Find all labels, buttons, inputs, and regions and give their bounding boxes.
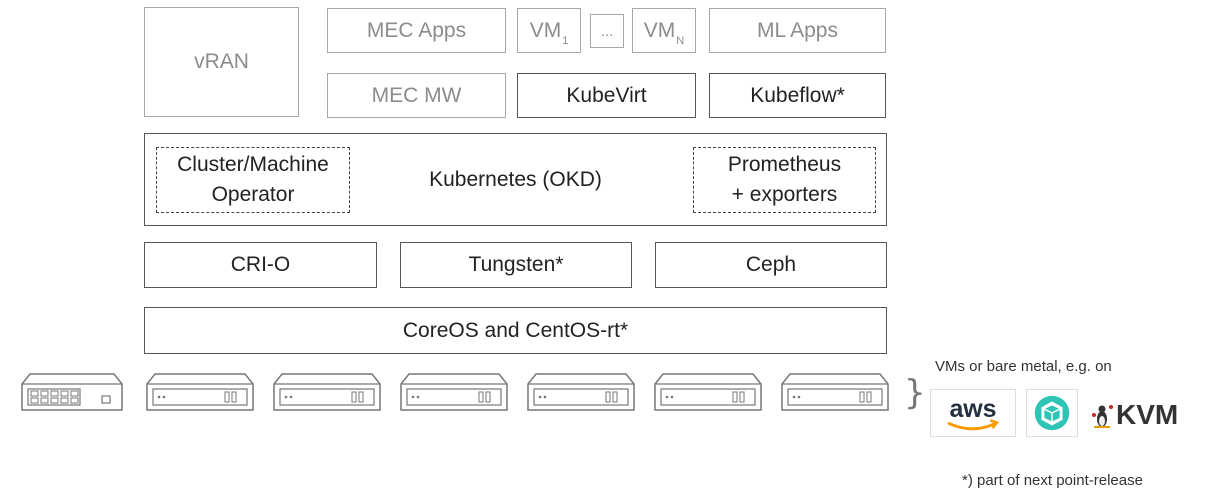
crio-box: CRI-O — [144, 242, 377, 288]
prometheus-box: Prometheus + exporters — [693, 147, 876, 213]
prometheus-line1: Prometheus — [727, 153, 842, 176]
tungsten-label: Tungsten* — [468, 253, 564, 276]
ml-apps-label: ML Apps — [757, 18, 838, 42]
mec-apps-label: MEC Apps — [366, 18, 467, 42]
kubevirt-label: KubeVirt — [566, 83, 647, 107]
cluster-operator-line2: Operator — [211, 183, 295, 206]
svg-text:KVM: KVM — [1116, 399, 1178, 430]
network-switch-icon — [20, 372, 124, 412]
mec-mw-box: MEC MW — [327, 73, 506, 118]
brace-icon: } — [904, 373, 926, 413]
vmn-box: VMN — [632, 8, 696, 53]
mec-mw-label: MEC MW — [371, 83, 462, 107]
server-icon — [145, 372, 255, 412]
vran-box: vRAN — [144, 7, 299, 117]
coreos-label: CoreOS and CentOS-rt* — [402, 318, 629, 342]
tungsten-box: Tungsten* — [400, 242, 632, 288]
ceph-box: Ceph — [655, 242, 887, 288]
footnote: *) part of next point-release — [962, 472, 1143, 489]
svg-text:aws: aws — [949, 395, 996, 423]
server-icon — [526, 372, 636, 412]
server-icon — [272, 372, 382, 412]
vm-ellipsis-label: ... — [600, 22, 614, 40]
mec-apps-box: MEC Apps — [327, 8, 506, 53]
kubeflow-box: Kubeflow* — [709, 73, 886, 118]
vm-ellipsis-box: ... — [590, 14, 624, 48]
prometheus-line2: + exporters — [731, 183, 838, 206]
kubeflow-label: Kubeflow* — [750, 83, 845, 107]
server-icon — [780, 372, 890, 412]
kubernetes-label: Kubernetes (OKD) — [429, 167, 602, 191]
coreos-box: CoreOS and CentOS-rt* — [144, 307, 887, 354]
cluster-operator-line1: Cluster/Machine — [177, 153, 329, 176]
cluster-operator-box: Cluster/Machine Operator — [156, 147, 350, 213]
aws-logo: aws — [930, 389, 1016, 437]
platforms-caption: VMs or bare metal, e.g. on — [935, 358, 1112, 375]
penguin-icon — [1092, 405, 1113, 428]
vm1-label: VM1 — [529, 18, 569, 47]
cube-logo-icon — [1026, 389, 1078, 437]
server-icon — [653, 372, 763, 412]
ml-apps-box: ML Apps — [709, 8, 886, 53]
ceph-label: Ceph — [745, 253, 797, 276]
server-icon — [399, 372, 509, 412]
kubevirt-box: KubeVirt — [517, 73, 696, 118]
vmn-label: VMN — [643, 18, 685, 47]
crio-label: CRI-O — [230, 253, 291, 276]
vm1-box: VM1 — [517, 8, 581, 53]
kvm-logo: KVM — [1088, 389, 1204, 437]
vran-label: vRAN — [194, 50, 249, 73]
